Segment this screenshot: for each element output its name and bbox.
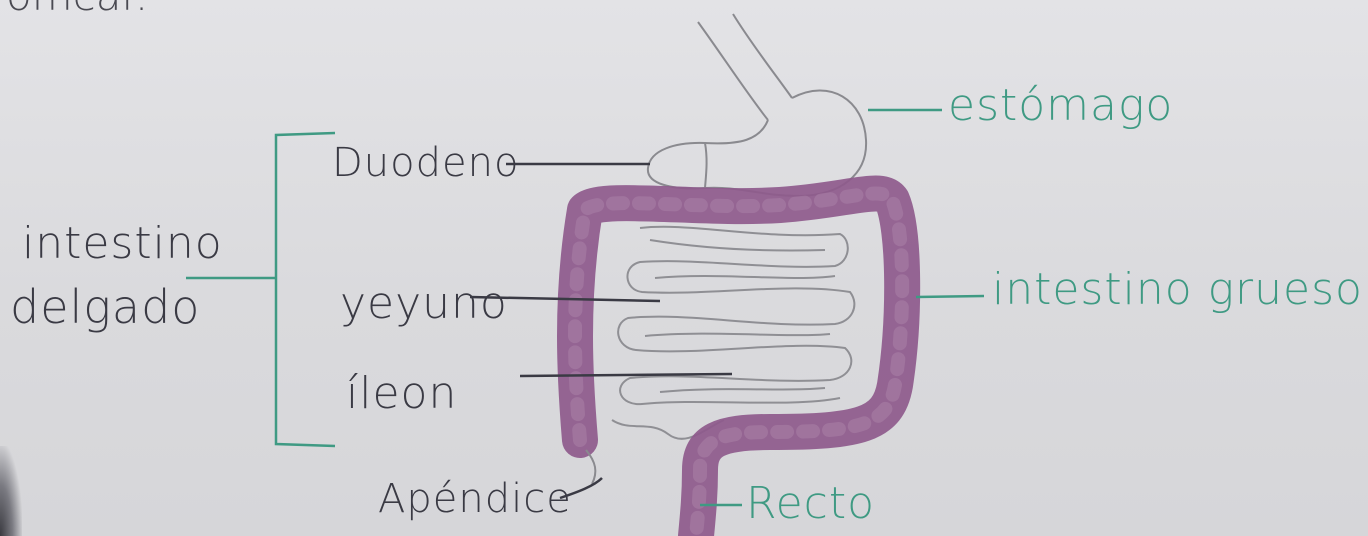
label-intestino-delgado-2: delgado	[10, 280, 200, 334]
label-intestino-grueso: intestino grueso	[992, 264, 1363, 315]
corner-text: omcar.	[6, 0, 148, 20]
label-duodeno: Duodeno	[332, 140, 519, 186]
label-estomago: estómago	[948, 80, 1173, 131]
label-yeyuno: yeyuno	[340, 278, 508, 329]
small-intestine-bracket	[186, 133, 335, 446]
label-intestino-delgado-1: intestino	[22, 218, 223, 269]
label-recto: Recto	[746, 478, 875, 529]
leader-intestino-grueso	[916, 296, 984, 297]
label-apendice: Apéndice	[378, 476, 572, 522]
page-edge-shadow	[0, 446, 22, 536]
esophagus	[698, 14, 792, 120]
label-ileon: íleon	[346, 368, 457, 419]
small-intestine	[612, 227, 854, 439]
leader-ileon	[520, 374, 732, 376]
